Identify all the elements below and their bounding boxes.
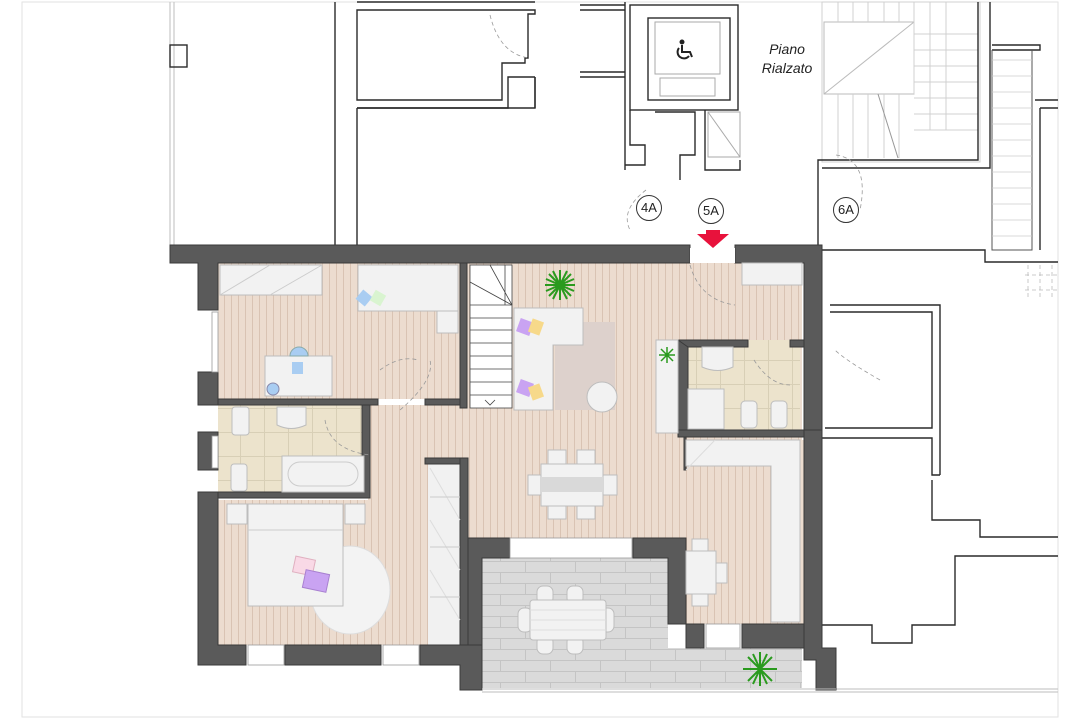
unit-tag-6a: 6A: [833, 197, 859, 223]
terrace: [482, 585, 836, 693]
entrance-arrow-icon: [697, 230, 729, 248]
bathroom-secondary: [687, 346, 791, 430]
single-bed: [357, 264, 459, 312]
dining-area: [527, 449, 618, 520]
living-room: [513, 262, 803, 434]
floor-label: Piano Rialzato: [752, 40, 822, 78]
kitchen-counter: [685, 439, 801, 623]
entrance-door: [690, 248, 735, 263]
windows: [211, 311, 741, 666]
kitchen: [685, 439, 801, 623]
surrounding-building: [21, 1, 1059, 718]
floor-label-line2: Rialzato: [761, 60, 813, 76]
sink: [701, 346, 734, 371]
bidet: [740, 400, 758, 429]
elevator-shaft: [629, 4, 739, 111]
floor-label-line1: Piano: [769, 41, 805, 57]
unit-tag-4a: 4A: [636, 195, 662, 221]
bedroom-single: [219, 264, 459, 397]
unit-tag-5a: 5A: [698, 198, 724, 224]
column: [169, 44, 188, 68]
shower: [687, 388, 725, 430]
common-staircase: [817, 1, 991, 170]
kitchen-table: [685, 550, 717, 595]
toilet: [231, 406, 250, 436]
plant-icon: [545, 270, 575, 300]
wheelchair-icon: [676, 39, 693, 60]
bidet: [230, 463, 248, 492]
double-bed: [247, 503, 344, 607]
sink: [276, 406, 307, 429]
bathroom-main: [230, 406, 371, 493]
coffee-table: [586, 381, 618, 413]
bedroom-double: [226, 359, 461, 635]
internal-staircase: [469, 264, 513, 409]
plant-icon: [659, 347, 675, 363]
plant-icon: [743, 652, 777, 686]
sideboard: [655, 339, 679, 434]
toilet: [770, 400, 788, 429]
bathtub: [281, 455, 365, 493]
side-staircase: [817, 44, 1058, 300]
